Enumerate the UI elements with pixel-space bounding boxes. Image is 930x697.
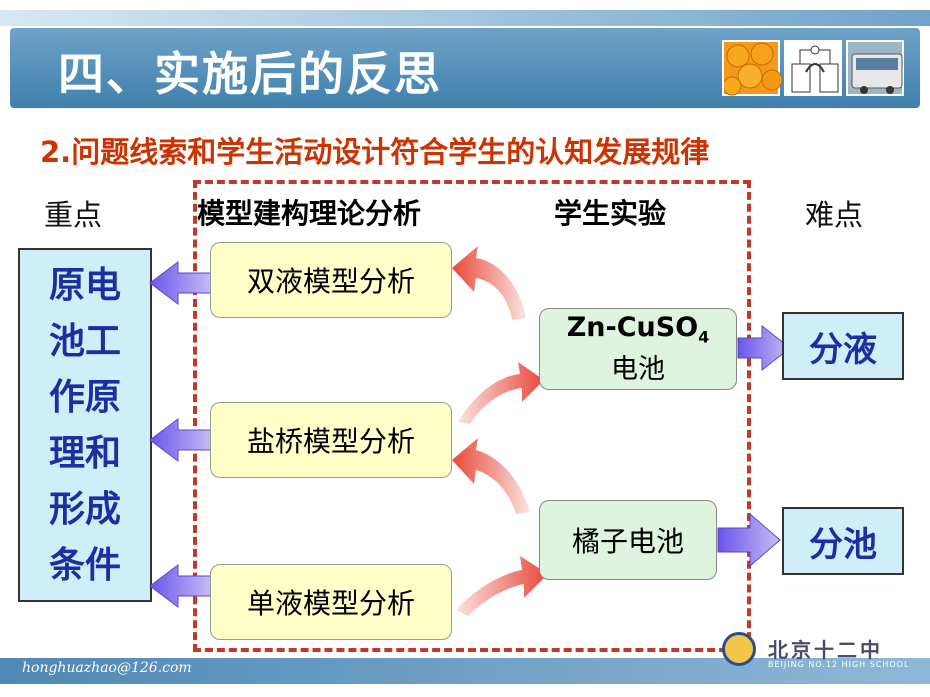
model-double-liquid: 双液模型分析 xyxy=(210,242,452,318)
bus-photo xyxy=(846,40,904,96)
experiment-zn-cuso4: Zn-CuSO4 电池 xyxy=(539,308,737,390)
column-key-point: 重点 xyxy=(44,198,103,232)
key-point-line: 作原 xyxy=(48,377,121,418)
curved-arrow-icon xyxy=(452,438,530,514)
left-arrow-icon xyxy=(149,418,213,462)
column-model-analysis: 模型建构理论分析 xyxy=(197,197,422,230)
right-arrow-icon xyxy=(717,512,781,568)
formula-text: Zn-CuSO xyxy=(566,312,699,344)
model-salt-bridge: 盐桥模型分析 xyxy=(210,402,452,478)
dashed-frame xyxy=(193,180,751,652)
bus-icon xyxy=(851,53,903,94)
result-separate-cell: 分池 xyxy=(782,507,904,575)
cell-diagram-photo xyxy=(784,40,842,96)
key-point-line: 理和 xyxy=(48,433,121,474)
left-arrow-icon xyxy=(149,261,213,305)
school-name-en: BEIJING NO.12 HIGH SCHOOL xyxy=(768,660,910,669)
key-point-line: 池工 xyxy=(48,321,121,362)
page-title: 四、实施后的反思 xyxy=(58,47,442,101)
experiment-orange-label: 橘子电池 xyxy=(571,525,684,558)
column-experiment: 学生实验 xyxy=(554,197,667,230)
right-arrow-icon xyxy=(737,324,791,372)
curved-arrow-icon xyxy=(456,556,548,616)
curved-arrow-icon xyxy=(452,246,526,320)
electrochemical-cell-icon xyxy=(791,45,839,93)
curved-arrow-icon xyxy=(458,362,544,424)
result-separate-liquid: 分液 xyxy=(782,312,904,380)
footer-bar xyxy=(0,658,930,684)
left-arrow-icon xyxy=(149,564,213,608)
subtitle: 2.问题线索和学生活动设计符合学生的认知发展规律 xyxy=(40,135,710,169)
experiment-zn-formula: Zn-CuSO4 xyxy=(567,312,710,353)
key-point-box: 原电 池工 作原 理和 形成 条件 xyxy=(18,248,152,602)
key-point-line: 原电 xyxy=(48,265,121,306)
header-top-strip xyxy=(0,10,930,26)
experiment-zn-label: 电池 xyxy=(611,353,665,385)
oranges-icon xyxy=(722,42,783,96)
model-single-liquid: 单液模型分析 xyxy=(210,564,452,640)
school-emblem-icon xyxy=(722,632,756,666)
school-name: 北京十二中 xyxy=(768,638,883,662)
experiment-orange: 橘子电池 xyxy=(539,500,717,580)
formula-subscript: 4 xyxy=(698,327,710,347)
key-point-line: 条件 xyxy=(48,545,121,586)
key-point-line: 形成 xyxy=(48,489,121,530)
oranges-photo xyxy=(722,40,783,96)
column-difficulty: 难点 xyxy=(805,198,864,232)
footer-email: honghuazhao@126.com xyxy=(22,660,192,676)
